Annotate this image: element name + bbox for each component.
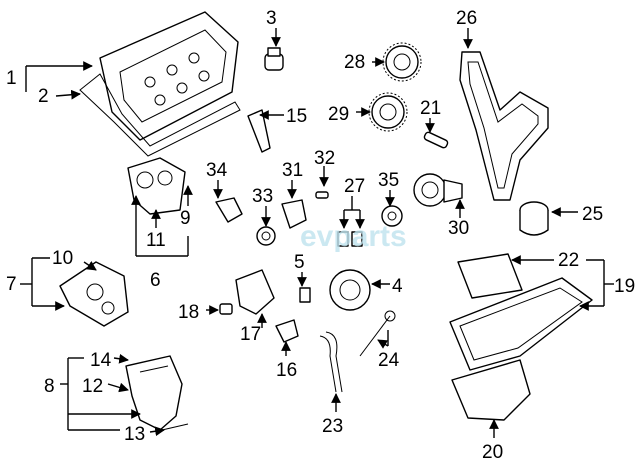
callout-25: 25	[582, 204, 603, 225]
valve-cover	[99, 11, 239, 141]
tensioner-pulley	[256, 226, 276, 246]
callout-8: 8	[44, 376, 55, 397]
oil-filter	[519, 201, 549, 236]
timing-belt-tensioner-arm	[247, 109, 271, 153]
callout-14: 14	[90, 350, 112, 371]
tensioner-bolts	[337, 231, 363, 247]
dipstick	[359, 310, 396, 357]
callout-13: 13	[124, 424, 145, 445]
oil-pickup	[275, 319, 299, 343]
leader-lines	[20, 28, 614, 438]
callout-18: 18	[178, 302, 199, 323]
oil-pan-lower	[451, 359, 531, 421]
oil-pressure-switch	[219, 303, 233, 315]
callout-15: 15	[286, 106, 307, 127]
callout-31: 31	[282, 160, 303, 181]
callout-7: 7	[6, 274, 17, 295]
callout-4: 4	[392, 276, 403, 297]
callout-23: 23	[322, 416, 343, 437]
callout-3: 3	[266, 8, 277, 29]
oil-pan-gasket	[457, 253, 523, 299]
dowel-pin	[423, 131, 449, 149]
crankshaft-pulley	[329, 269, 371, 311]
callout-10: 10	[52, 248, 73, 269]
callout-9: 9	[180, 208, 191, 229]
callout-5: 5	[294, 252, 305, 273]
timing-cover-rear	[125, 355, 189, 431]
callout-20: 20	[482, 442, 503, 463]
crankshaft-position-sensor	[215, 197, 243, 223]
callout-32: 32	[314, 148, 335, 169]
timing-belt-tensioner	[281, 199, 307, 229]
camshaft-sprocket-upper	[382, 42, 422, 82]
oil-pan-upper	[449, 277, 593, 371]
timing-belt	[459, 51, 549, 201]
water-pump	[413, 173, 463, 207]
camshaft-sprocket-lower	[368, 92, 408, 132]
oil-pump	[235, 269, 275, 315]
callout-27: 27	[344, 176, 365, 197]
timing-cover-lower	[59, 261, 129, 327]
dipstick-tube	[319, 331, 343, 393]
callout-26: 26	[456, 8, 477, 29]
callout-22: 22	[558, 250, 579, 271]
callout-21: 21	[420, 98, 441, 119]
callout-2: 2	[38, 86, 49, 107]
callout-1: 1	[6, 68, 17, 89]
callout-6: 6	[150, 270, 161, 291]
callout-12: 12	[82, 376, 103, 397]
oil-filler-cap	[264, 47, 284, 71]
callout-29: 29	[328, 104, 349, 125]
watermark: evparts	[300, 220, 407, 253]
callout-35: 35	[378, 170, 399, 191]
callout-11: 11	[146, 230, 166, 251]
callout-28: 28	[344, 52, 365, 73]
callout-17: 17	[240, 324, 261, 345]
callout-34: 34	[206, 160, 228, 181]
callout-30: 30	[448, 218, 469, 239]
callout-16: 16	[276, 360, 297, 381]
callout-24: 24	[378, 350, 400, 371]
callout-33: 33	[252, 186, 273, 207]
callout-19: 19	[614, 276, 635, 297]
valve-cover-gasket	[79, 73, 241, 157]
idler-bolt	[315, 191, 329, 199]
callout-labels: 1 2 3 4 5 6 7 8 9 10 11 12 13 14 15 16 1…	[6, 8, 635, 463]
crankshaft-bolt	[299, 287, 311, 303]
